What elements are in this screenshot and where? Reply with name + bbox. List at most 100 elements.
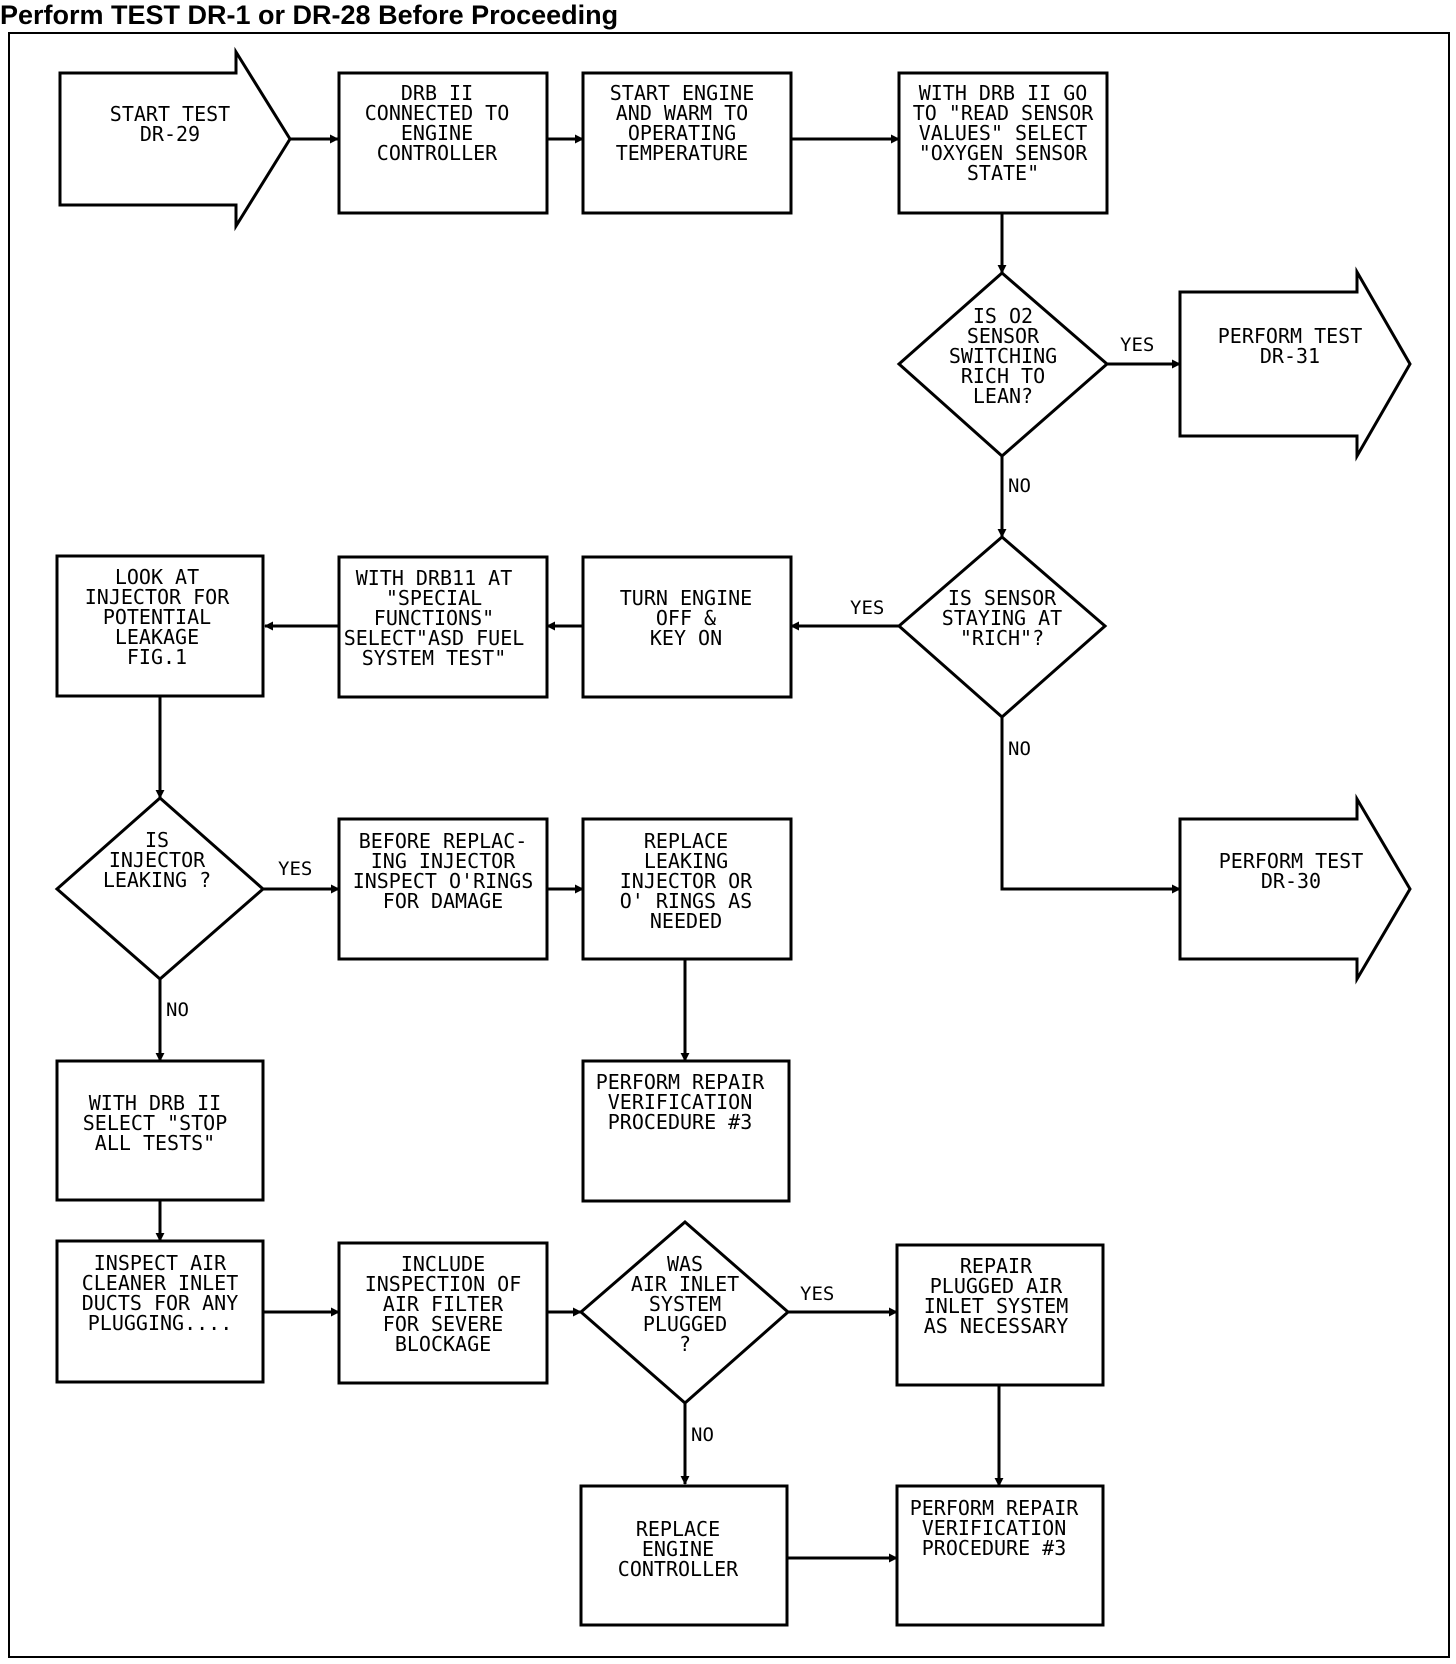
node-text-line: INSPECT AIR (94, 1251, 227, 1275)
node-text-line: RICH TO (961, 364, 1045, 388)
node-read-box (897, 71, 1109, 215)
node-text-line: AIR INLET (631, 1272, 739, 1296)
node-text-line: WITH DRB II GO (919, 81, 1088, 105)
node-text-line: PROCEDURE #3 (608, 1110, 753, 1134)
node-text-line: SYSTEM (649, 1292, 721, 1316)
node-text-line: LOOK AT (115, 565, 199, 589)
node-text-line: PLUGGING.... (88, 1311, 233, 1335)
node-text-line: VERIFICATION (608, 1090, 753, 1114)
node-text-line: DR-31 (1260, 344, 1320, 368)
node-text-line: INLET SYSTEM (924, 1294, 1069, 1318)
node-text-line: SELECT "STOP (83, 1111, 228, 1135)
node-text-line: REPLACE (644, 829, 728, 853)
node-text-line: DUCTS FOR ANY (82, 1291, 239, 1315)
node-text-line: TURN ENGINE (620, 586, 752, 610)
node-text-line: INSPECT O'RINGS (353, 869, 534, 893)
edge-labels: YES NO YES NO YES NO YES NO (166, 334, 1154, 1446)
node-text-line: FOR DAMAGE (383, 889, 503, 913)
node-special-box (337, 555, 549, 699)
node-text-line: INCLUDE (401, 1252, 485, 1276)
node-turn-box (581, 555, 793, 699)
inj-yes-label: YES (278, 858, 312, 880)
node-text-line: SWITCHING (949, 344, 1057, 368)
node-drb-box (337, 71, 549, 215)
node-text-line: DRB II (401, 81, 473, 105)
node-text-line: CONTROLLER (618, 1557, 739, 1581)
node-text-line: LEAKAGE (115, 625, 199, 649)
node-repair-box (895, 1243, 1105, 1387)
node-text-line: AND WARM TO (616, 101, 748, 125)
node-stop-box (55, 1059, 265, 1202)
node-text-line: LEAN? (973, 384, 1033, 408)
connectors (155, 134, 1181, 1563)
node-text-line: POTENTIAL (103, 605, 211, 629)
node-inspect-box (55, 1239, 265, 1384)
rich-no-label: NO (1008, 738, 1031, 760)
node-before-box (337, 817, 549, 961)
node-text-line: PROCEDURE #3 (922, 1536, 1067, 1560)
node-text-line: PERFORM REPAIR (910, 1496, 1080, 1520)
node-warm-box (581, 71, 793, 215)
node-text-line: FUNCTIONS" (374, 606, 494, 630)
node-text-line: "RICH"? (960, 626, 1044, 650)
decision-rich-shape (896, 535, 1108, 720)
edge-rich-dr30 (1000, 717, 1181, 894)
node-text-line: SENSOR (967, 324, 1040, 348)
node-text-line: PERFORM TEST (1218, 324, 1363, 348)
node-text-line: TEMPERATURE (616, 141, 748, 165)
node-text-line: IS O2 (973, 304, 1033, 328)
node-verify2-box (895, 1484, 1105, 1627)
o2-yes-label: YES (1120, 334, 1154, 356)
node-text-line: ? (679, 1332, 691, 1356)
shapes (54, 46, 1412, 1627)
node-text-line: OPERATING (628, 121, 736, 145)
node-text-line: DR-30 (1261, 869, 1321, 893)
node-text-line: DR-29 (140, 122, 200, 146)
node-text-line: PERFORM REPAIR (596, 1070, 766, 1094)
node-text-line: PERFORM TEST (1219, 849, 1364, 873)
node-text-line: START TEST (110, 102, 230, 126)
dr30-arrow-shape (1178, 793, 1412, 985)
air-no-label: NO (691, 1424, 714, 1446)
inj-no-label: NO (166, 999, 189, 1021)
node-text-line: STATE" (967, 161, 1039, 185)
air-yes-label: YES (800, 1283, 834, 1305)
node-text-line: REPAIR (960, 1254, 1033, 1278)
node-text-line: BEFORE REPLAC- (359, 829, 528, 853)
node-text-line: OFF & (656, 606, 716, 630)
node-verify1-box (581, 1059, 791, 1203)
page-title: Perform TEST DR-1 or DR-28 Before Procee… (0, 0, 619, 30)
rich-yes-label: YES (850, 597, 884, 619)
node-text-line: FIG.1 (127, 645, 187, 669)
node-text-line: INJECTOR OR (620, 869, 753, 893)
node-text-line: WITH DRB II (89, 1091, 221, 1115)
node-include-box (337, 1241, 549, 1385)
node-text-line: CLEANER INLET (82, 1271, 239, 1295)
node-text-line: "SPECIAL (386, 586, 482, 610)
node-text-line: ALL TESTS" (95, 1131, 215, 1155)
node-text-line: FOR SEVERE (383, 1312, 503, 1336)
node-text-line: AS NECESSARY (924, 1314, 1069, 1338)
node-text-line: PLUGGED (643, 1312, 727, 1336)
node-text-line: O' RINGS AS (620, 889, 752, 913)
diagram-frame (8, 32, 1450, 1658)
node-look-box (55, 554, 265, 698)
node-text-line: IS SENSOR (948, 586, 1057, 610)
